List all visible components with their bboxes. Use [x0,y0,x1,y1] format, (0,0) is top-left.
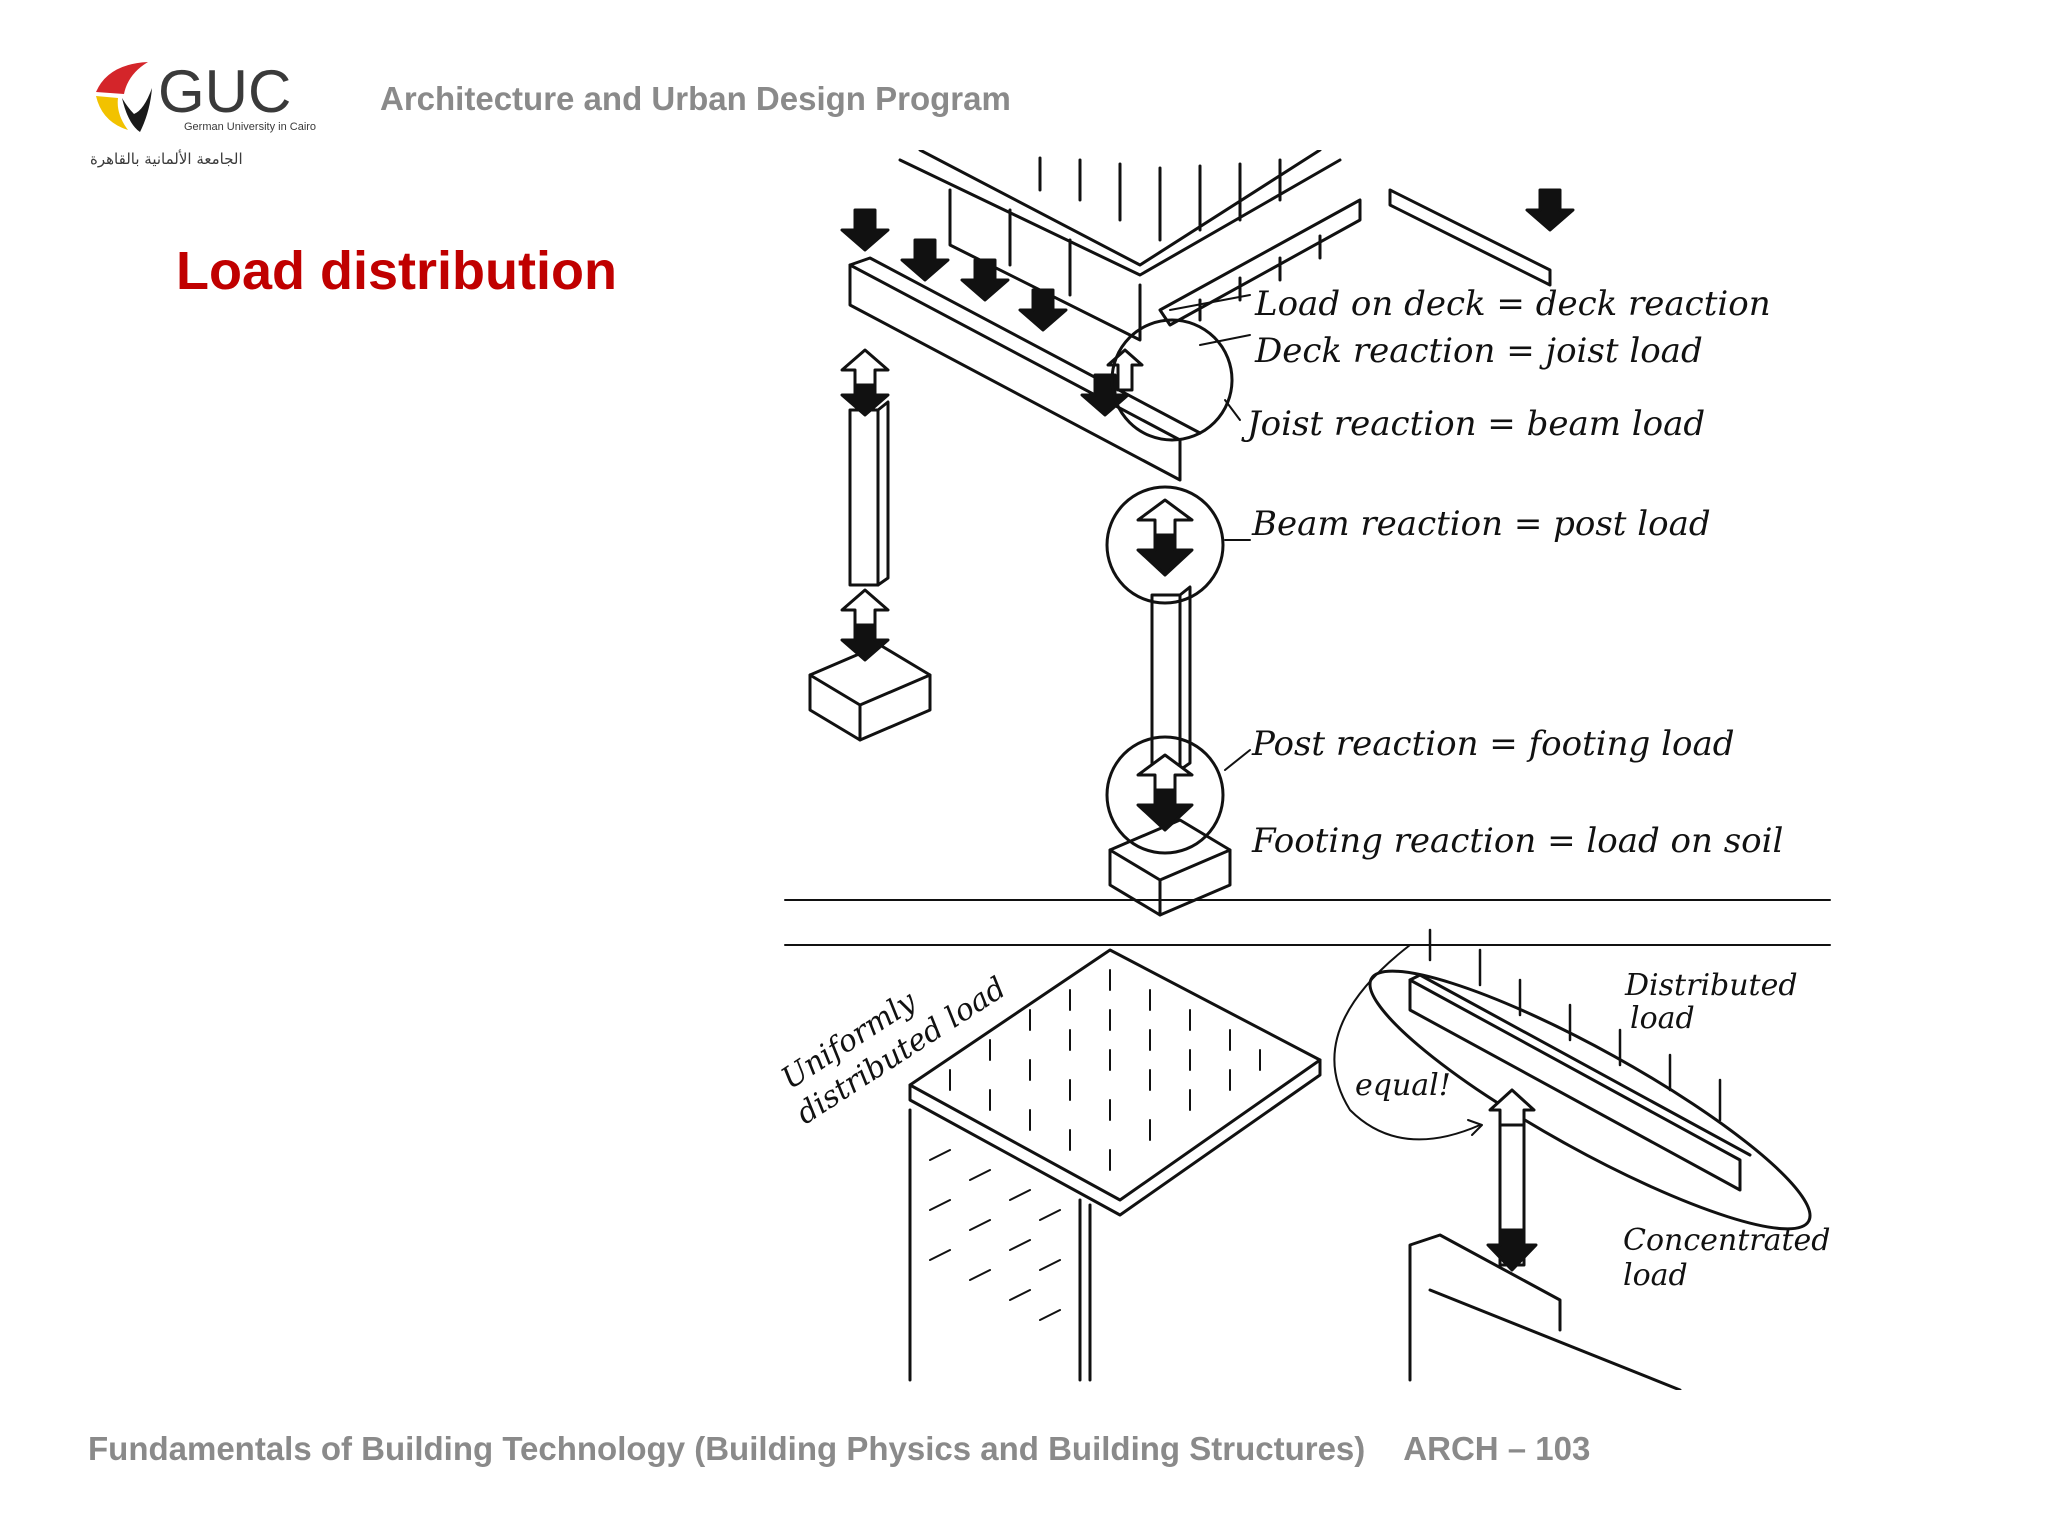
logo-text: GUC [158,58,291,125]
post-left [848,400,890,587]
guc-emblem-icon [96,62,152,132]
concentrated-post [1408,1088,1682,1390]
label-concentrated-2: load [1623,1258,1688,1293]
uniform-arrows [929,969,1261,1321]
footing-left [808,643,932,742]
label-deck-reaction: Deck reaction = joist load [1254,331,1703,371]
label-distributed-2: load [1630,1001,1695,1036]
course-name: Fundamentals of Building Technology (Bui… [88,1430,1366,1467]
equal-arrow [1333,944,1483,1141]
course-code: ARCH – 103 [1403,1430,1591,1467]
logo-arabic: الجامعة الألمانية بالقاهرة [90,149,243,168]
beam-drawing [848,256,1202,482]
label-post-reaction: Post reaction = footing load [1251,724,1735,764]
load-distribution-diagram: Load on deck = deck reaction Deck reacti… [780,150,1831,1390]
label-concentrated-1: Concentrated [1623,1223,1831,1258]
leader-lines [1169,294,1251,771]
label-equal: equal! [1355,1068,1451,1103]
uniform-load-slab [908,948,1322,1382]
deck-joists-drawing [898,150,1552,342]
logo-subtitle: German University in Cairo [184,121,316,133]
footing-center [1108,818,1232,917]
label-joist-reaction: Joist reaction = beam load [1241,404,1705,444]
distributed-arrows [1428,928,1722,1122]
detail-circles [1105,318,1234,855]
footer: Fundamentals of Building Technology (Bui… [88,1430,1590,1468]
program-name: Architecture and Urban Design Program [380,80,1011,117]
uniform-label: Uniformly distributed load [780,971,1012,1132]
top-labels: Load on deck = deck reaction Deck reacti… [1241,284,1783,861]
ground-lines [784,899,1831,946]
label-distributed-1: Distributed [1624,968,1798,1003]
label-deck-load: Load on deck = deck reaction [1254,284,1771,324]
bottom-right-labels: Distributed load equal! Concentrated loa… [1355,968,1831,1293]
post-center [1150,585,1192,772]
label-footing-reaction: Footing reaction = load on soil [1251,821,1783,861]
label-beam-reaction: Beam reaction = post load [1251,504,1711,544]
guc-logo: GUC German University in Cairo الجامعة ا… [90,58,316,168]
slide-title: Load distribution [176,241,617,301]
